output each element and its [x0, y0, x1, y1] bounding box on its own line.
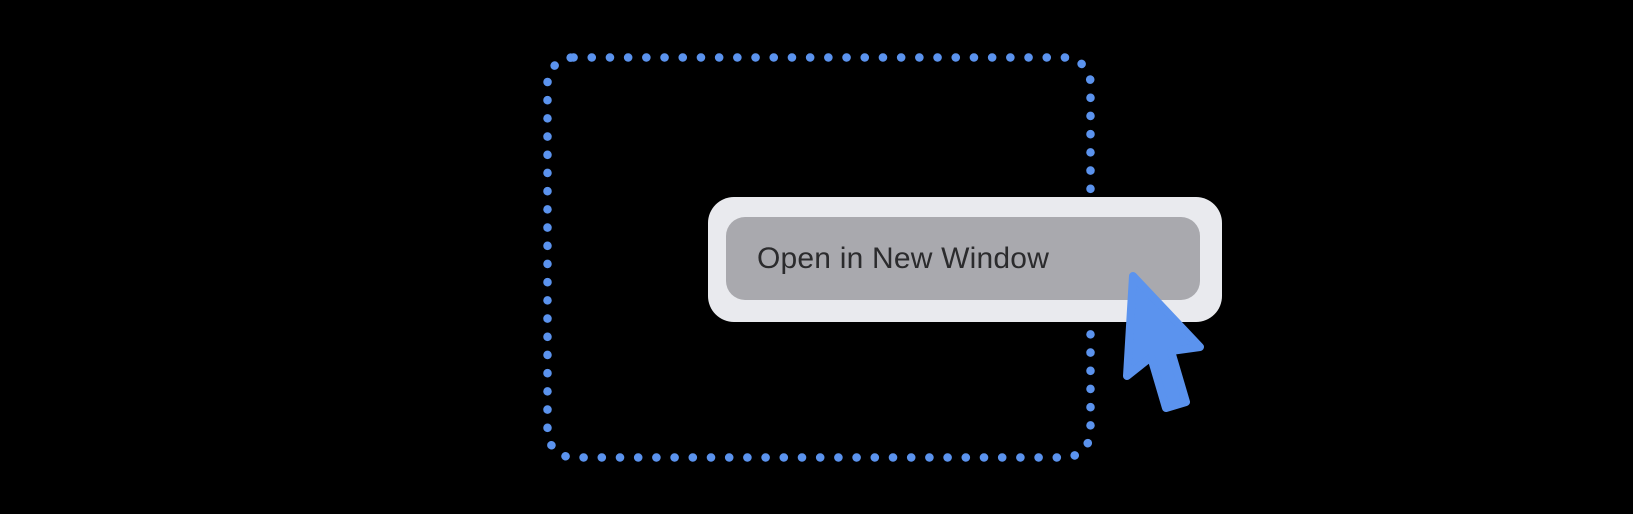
- context-menu: Open in New Window: [708, 197, 1222, 322]
- menu-item-open-in-new-window[interactable]: Open in New Window: [726, 217, 1200, 300]
